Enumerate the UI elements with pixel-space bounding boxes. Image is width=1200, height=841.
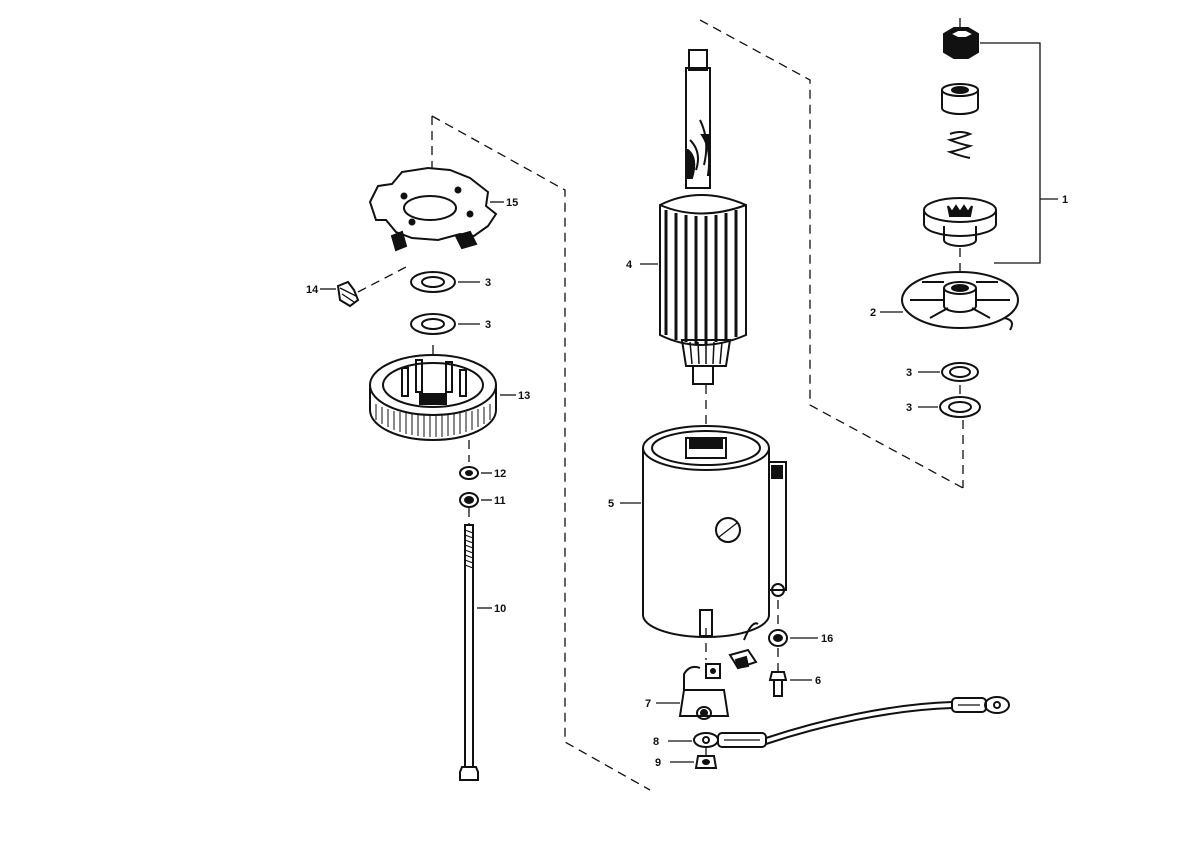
washer-12: 12 (459, 466, 506, 480)
brush-plate-15: 15 (368, 166, 518, 252)
callout-12: 12 (494, 468, 506, 480)
callout-1: 1 (1062, 194, 1068, 206)
callout-15: 15 (506, 197, 518, 209)
brush (728, 648, 758, 670)
callout-8: 8 (653, 736, 659, 748)
drive-assembly-1: 1 (923, 18, 1068, 264)
drive-end-head-2: 2 (870, 271, 1019, 331)
end-cap-13: 13 (369, 354, 530, 441)
callout-3b: 3 (485, 319, 491, 331)
callout-2: 2 (870, 307, 876, 319)
callout-9: 9 (655, 757, 661, 769)
callout-3d: 3 (906, 402, 912, 414)
thrust-washer-3-upper-right: 3 (906, 362, 979, 382)
thrust-washer-3-lower-right: 3 (906, 396, 981, 418)
callout-16: 16 (821, 633, 833, 645)
lock-washer-16: 16 (768, 600, 833, 647)
callout-5: 5 (608, 498, 614, 510)
thrust-washer-3-lower-left: 3 (410, 313, 491, 335)
callout-3a: 3 (485, 277, 491, 289)
callout-10: 10 (494, 603, 506, 615)
thrust-washer-3-upper-left: 3 (410, 271, 491, 293)
callout-11: 11 (494, 495, 506, 507)
callout-3c: 3 (906, 367, 912, 379)
brush-spring-14: 14 (306, 265, 409, 308)
callout-6: 6 (815, 675, 821, 687)
nut-11: 11 (459, 492, 506, 508)
armature-4: 4 (626, 49, 747, 385)
terminal-7: 7 (645, 663, 730, 720)
callout-14: 14 (306, 284, 319, 296)
callout-4: 4 (626, 259, 633, 271)
cable-8: 8 (653, 696, 1010, 748)
callout-7: 7 (645, 698, 651, 710)
nut-9: 9 (655, 748, 718, 769)
through-bolt-10: 10 (459, 524, 506, 781)
field-frame-5: 5 (608, 425, 787, 641)
assembly-guide-lines (431, 19, 964, 791)
screw-6: 6 (768, 648, 821, 697)
callout-13: 13 (518, 390, 530, 402)
